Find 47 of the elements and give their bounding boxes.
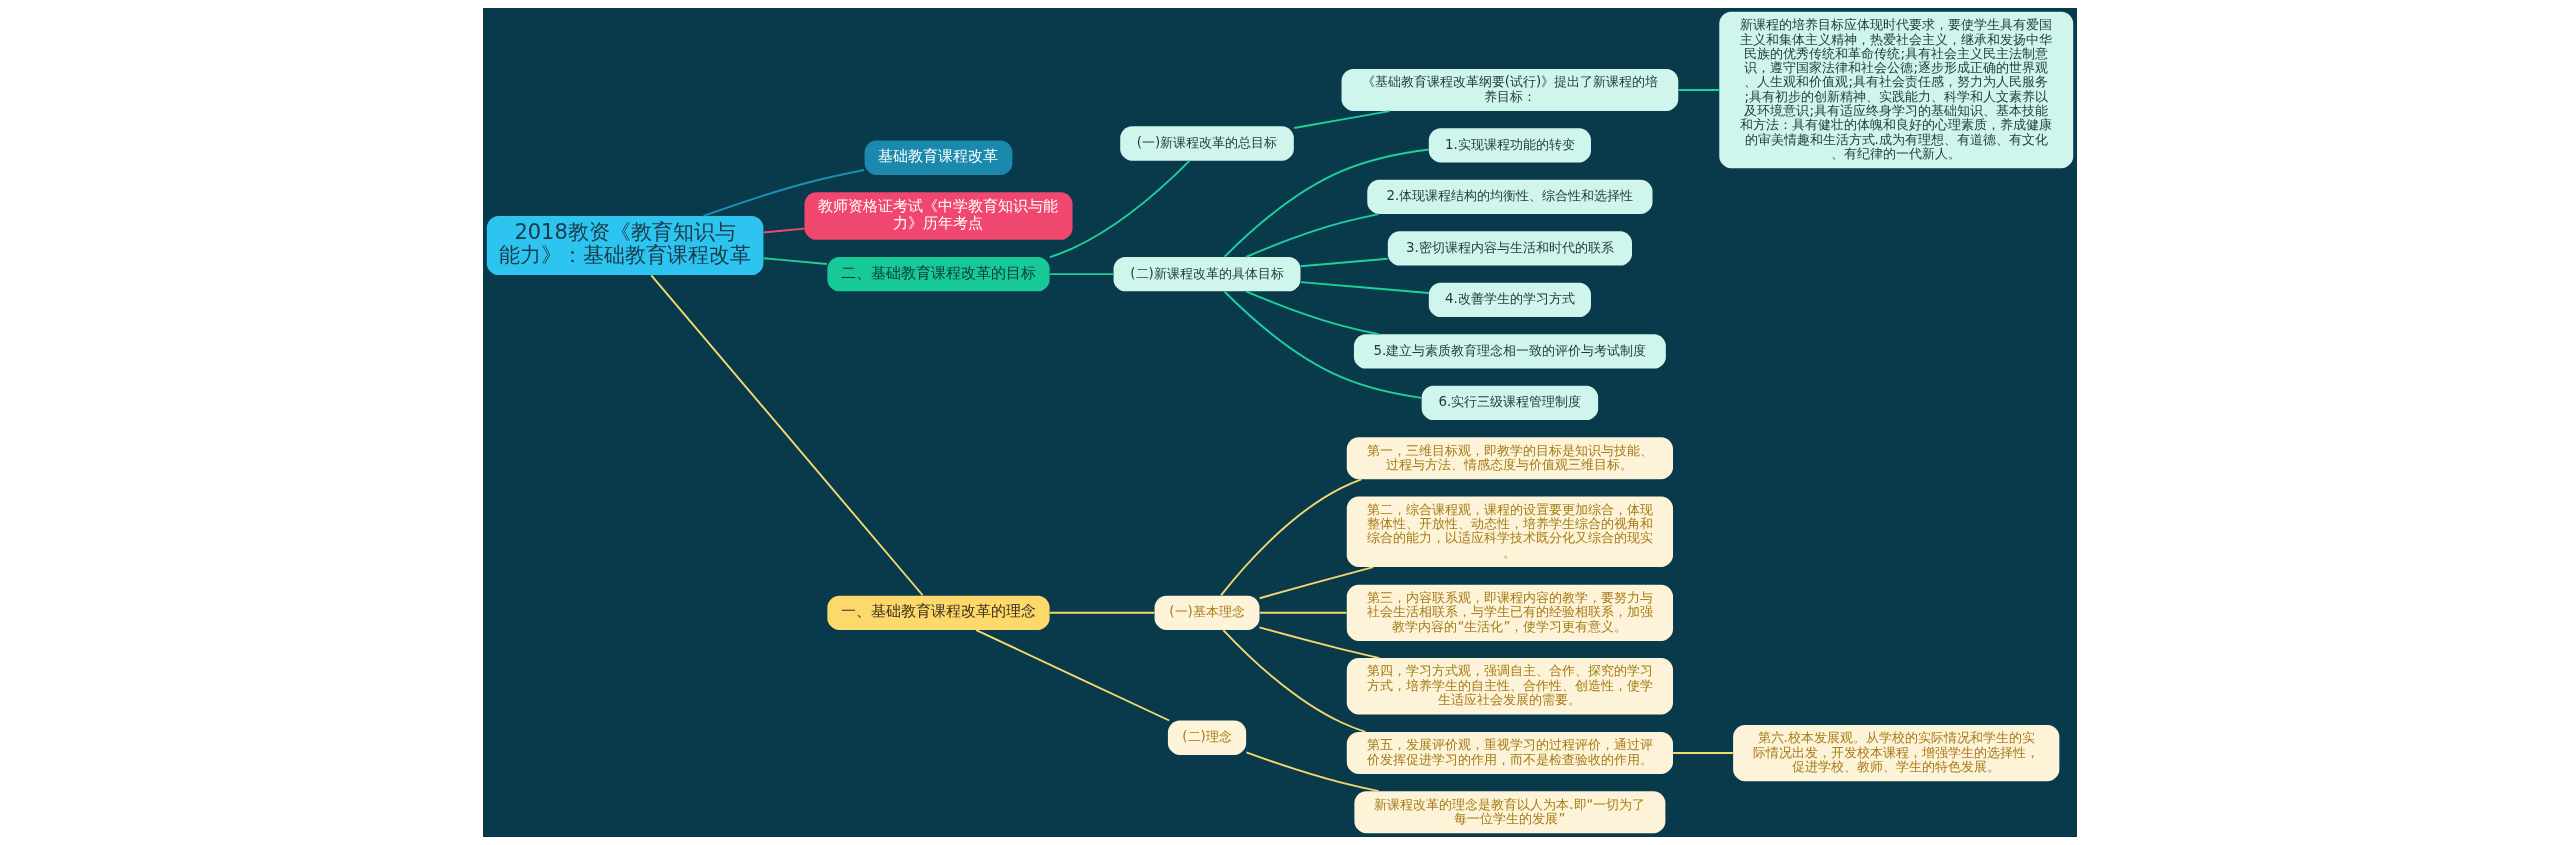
connector <box>650 274 924 597</box>
node-box: 2018教资《教育知识与能力》：基础教育课程改革 <box>486 216 764 276</box>
node-box: (二)理念 <box>1167 720 1247 755</box>
connector <box>1223 290 1423 399</box>
node-box: 新课程的培养目标应体现时代要求，要使学生具有爱国主义和集体主义精神，热爱社会主义，继承和发扬中华民族的优秀传统和革命传统;具有社会主义民主法制意识，遵守国家法律和社会公德;逐步形成正确的世界观、人生观和价值观;具有社会责任感，努力为人民服务;具有初步的创新精神、实践能力、科学和人文素养以及环境意识;具有适应终身学习的基础知识、基本技能和方法：具有健壮的体魄和良好的心理素质，养成健康的审美情趣和生活方式.成为有理想、有道德、有文化、有纪律的一代新人。 <box>1719 11 2074 169</box>
node-box: 3.密切课程内容与生活和时代的联系 <box>1387 231 1632 266</box>
connector <box>1672 752 1734 754</box>
node-box: 新课程改革的理念是教育以人为本.即“一切为了每一位学生的发展” <box>1354 791 1666 834</box>
node-box: 2.体现课程结构的均衡性、综合性和选择性 <box>1367 179 1653 215</box>
connector <box>1222 629 1367 733</box>
connector <box>1223 148 1430 258</box>
connector <box>1048 611 1156 614</box>
node-box: 第六.校本发展观。从学校的实际情况和学生的实际情况出发，开发校本课程，增强学生的选择性，促进学校、教师、学生的特色发展。 <box>1733 724 2060 782</box>
connector <box>975 629 1171 722</box>
connector <box>1220 478 1363 597</box>
connector <box>1293 110 1391 129</box>
node-box: 二、基础教育课程改革的目标 <box>827 257 1050 292</box>
node-box: 6.实行三级课程管理制度 <box>1421 385 1599 421</box>
connector <box>1258 566 1375 600</box>
connector <box>1258 626 1381 660</box>
connector <box>1048 159 1191 259</box>
connector <box>762 227 806 234</box>
node-box: 第一，三维目标观，即教学的目标是知识与技能、过程与方法、情感态度与价值观三维目标。 <box>1346 437 1673 480</box>
node-box: (一)基本理念 <box>1154 595 1260 630</box>
node-box: 基础教育课程改革 <box>864 140 1013 175</box>
node-box: (一)新课程改革的总目标 <box>1120 126 1294 161</box>
connector <box>1048 273 1115 276</box>
node-box: 教师资格证考试《中学教育知识与能力》历年考点 <box>804 192 1073 240</box>
node-box: 第二，综合课程观，课程的设置要更加综合，体现整体性、开放性、动态性，培养学生综合的视角和综合的能力，以适应科学技术既分化又综合的现实。 <box>1346 496 1673 567</box>
node-box: 一、基础教育课程改革的理念 <box>827 595 1050 630</box>
node-box: 1.实现课程功能的转变 <box>1428 128 1591 163</box>
node-box: (二)新课程改革的具体目标 <box>1113 257 1301 292</box>
node-box: 5.建立与素质教育理念相一致的评价与考试制度 <box>1353 334 1666 369</box>
connector <box>702 169 866 217</box>
connector <box>1245 213 1380 258</box>
connector <box>1299 281 1430 294</box>
connector <box>1258 611 1348 614</box>
connector <box>1245 290 1380 336</box>
node-box: 第五，发展评价观，重视学习的过程评价，通过评价发挥促进学习的作用，而不是检查验收的作用。 <box>1346 732 1673 774</box>
node-box: 《基础教育课程改革纲要(试行)》提出了新课程的培养目标： <box>1341 69 1679 112</box>
node-box: 4.改善学生的学习方式 <box>1428 282 1591 318</box>
connector <box>1299 257 1389 268</box>
connector <box>1677 89 1721 91</box>
node-box: 第三，内容联系观，即课程内容的教学，要努力与社会生活相联系，与学生已有的经验相联系，加强教学内容的“生活化”，使学习更有意义。 <box>1346 584 1673 641</box>
connector <box>762 257 828 265</box>
connector <box>1245 751 1380 793</box>
node-box: 第四，学习方式观，强调自主、合作、探究的学习方式，培养学生的自主性、合作性、创造性，使学生适应社会发展的需要。 <box>1346 658 1673 715</box>
